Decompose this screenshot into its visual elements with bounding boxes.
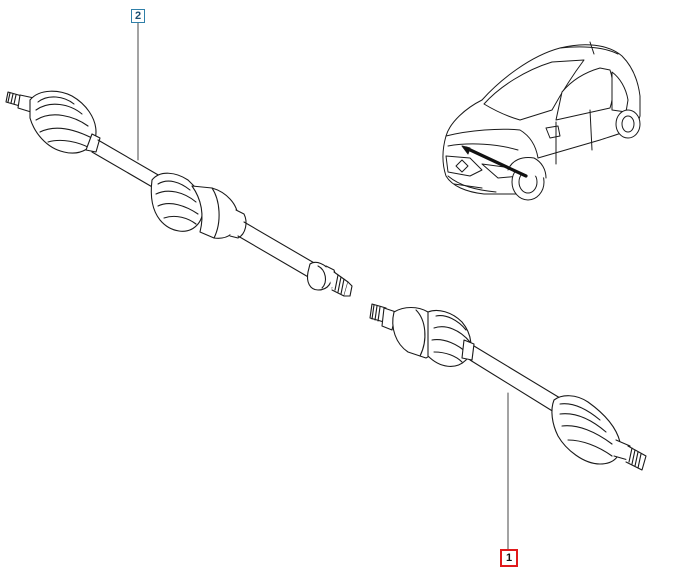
drive-shaft-left xyxy=(5,90,353,297)
vehicle-location xyxy=(442,41,641,201)
callout-part-2[interactable]: 2 xyxy=(131,9,145,23)
callout-part-1[interactable]: 1 xyxy=(500,549,518,567)
drive-shaft-right xyxy=(369,303,647,471)
